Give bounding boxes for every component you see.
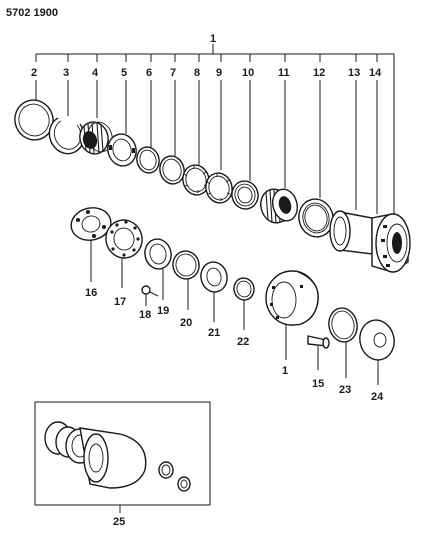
part-15-bolt [307,335,330,370]
callout-8: 8 [194,67,200,79]
callout-21: 21 [208,327,220,339]
callout-7: 7 [170,67,176,79]
callout-3: 3 [63,67,69,79]
callout-9: 9 [216,67,222,79]
top-leader-lines [35,80,378,214]
callout-6: 6 [146,67,152,79]
part-10-bearing [231,180,259,210]
part-21-ring [200,261,228,322]
callout-2: 2 [31,67,37,79]
callout-15: 15 [312,378,324,390]
callout-17: 17 [114,296,126,308]
part-18-screw [141,285,159,306]
callout-14: 14 [369,67,382,79]
part-9-toothed-ring [205,172,233,204]
part-22-ring [233,277,255,330]
part-11-gear [260,188,299,224]
part-8-toothed-ring [182,164,210,196]
callout-5: 5 [121,67,127,79]
callout-20: 20 [180,317,192,329]
part-24-cap [359,319,395,385]
callout-10: 10 [242,67,254,79]
part-5-ring [107,133,137,167]
diagram-code: 5702 1900 [6,7,58,19]
callout-16: 16 [85,287,97,299]
part-12-ring [298,198,334,238]
callout-11: 11 [278,67,290,79]
part-17-hole-ring [105,219,143,288]
callout-4: 4 [92,67,99,79]
callout-25: 25 [113,516,125,528]
part-14-hub [371,213,411,273]
part-19-ring [144,238,172,300]
callout-23: 23 [339,384,351,396]
callout-1-top: 1 [210,33,216,45]
callout-18: 18 [139,309,151,321]
callout-19: 19 [157,305,169,317]
part-2-ring [14,99,54,141]
assembly-bracket [35,44,395,220]
callout-22: 22 [237,336,249,348]
part-20-ring [172,250,200,310]
part-3-circlip [48,117,85,155]
part-1-housing [265,270,319,360]
part-4-gear [79,121,113,155]
callout-1-lower: 1 [282,365,288,377]
part-13-sleeve [329,210,373,255]
part-7-snap-ring [159,155,185,185]
callout-13: 13 [348,67,360,79]
callout-24: 24 [371,391,384,403]
part-16-flange [70,207,112,282]
inset-assembly-box [34,401,211,513]
part-23-oring [328,307,358,378]
callout-12: 12 [313,67,325,79]
part-6-ring [136,146,160,174]
